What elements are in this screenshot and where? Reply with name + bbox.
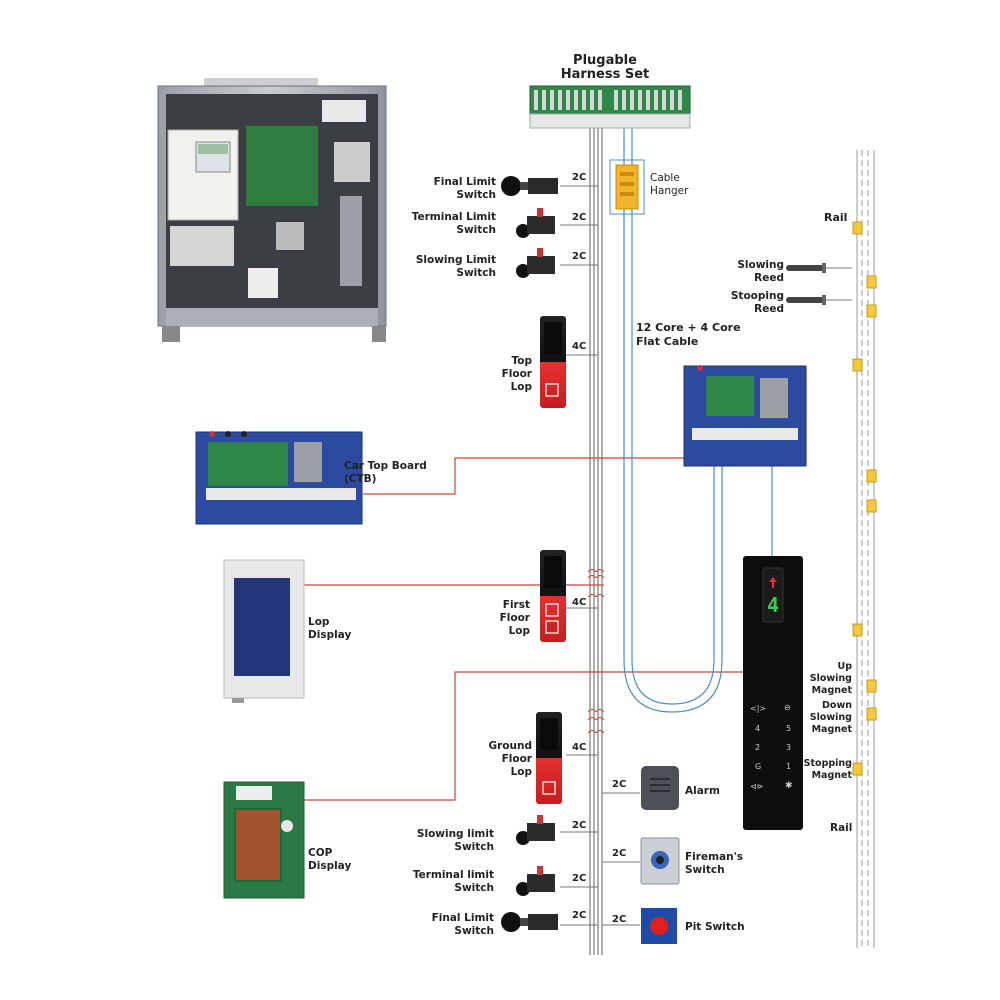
cable-hanger bbox=[609, 159, 645, 215]
harness-set bbox=[529, 85, 691, 129]
alarm-label: Alarm bbox=[685, 785, 720, 797]
lop-display-label: Lop Display bbox=[308, 616, 352, 641]
cable-hanger-label: Cable Hanger bbox=[650, 172, 689, 197]
wire-tag-terminal-bottom: 2C bbox=[572, 873, 587, 884]
pit-switch-device bbox=[641, 908, 677, 944]
wire-tag-alarm: 2C bbox=[612, 779, 627, 790]
stooping-reed-label: Stooping Reed bbox=[730, 290, 784, 315]
final-limit-switch-bottom bbox=[501, 912, 558, 932]
stopping-magnet-label: Stopping Magnet bbox=[803, 758, 852, 781]
cop-key-3: 3 bbox=[786, 743, 792, 752]
slowing-limit-top-label: Slowing Limit Switch bbox=[415, 254, 496, 279]
slowing-limit-switch-top bbox=[516, 248, 555, 278]
down-slowing-magnet-label: Down Slowing Magnet bbox=[809, 700, 852, 735]
lop-display-image bbox=[223, 559, 305, 703]
slowing-limit-bottom-label: Slowing limit Switch bbox=[416, 828, 494, 853]
slowing-reed-label: Slowing Reed bbox=[737, 259, 784, 284]
wire-tag-fireman: 2C bbox=[612, 848, 627, 859]
terminal-limit-bottom-label: Terminal limit Switch bbox=[412, 869, 494, 894]
wire-tag-slowing-bottom: 2C bbox=[572, 820, 587, 831]
car-top-board-image bbox=[195, 431, 363, 525]
firemans-switch-label: Fireman's Switch bbox=[685, 851, 744, 876]
cop-symbol-3: ✱ bbox=[785, 781, 793, 791]
wire-tag-first-lop: 4C bbox=[572, 597, 587, 608]
cop-key-g: G bbox=[755, 762, 762, 771]
terminal-limit-switch-bottom bbox=[516, 866, 555, 896]
cop-key-5: 5 bbox=[786, 724, 792, 733]
final-limit-bottom-label: Final Limit Switch bbox=[431, 912, 494, 937]
cop-key-1: 1 bbox=[786, 762, 792, 771]
firemans-switch-device bbox=[640, 837, 680, 885]
cop-key-4: 4 bbox=[755, 724, 761, 733]
first-floor-lop-label: First Floor Lop bbox=[499, 599, 530, 637]
cop-display-image bbox=[223, 781, 305, 899]
wire-tag-final-bottom: 2C bbox=[572, 910, 587, 921]
rail bbox=[856, 150, 875, 948]
led-matrix bbox=[236, 810, 280, 880]
arrow-up-icon bbox=[769, 577, 777, 588]
wire-tag-ground-lop: 4C bbox=[572, 742, 587, 753]
diagram-title: Plugable Harness Set bbox=[560, 53, 650, 82]
slowing-limit-switch-bottom bbox=[516, 815, 555, 845]
final-limit-top-label: Final Limit Switch bbox=[433, 176, 496, 201]
flat-cable bbox=[623, 120, 773, 713]
ground-floor-lop bbox=[536, 712, 562, 804]
rail-magnets bbox=[852, 221, 877, 776]
first-floor-lop bbox=[540, 550, 566, 642]
rail-bottom-label: Rail bbox=[830, 822, 853, 834]
stooping-reed bbox=[786, 295, 852, 305]
terminal-limit-switch-top bbox=[516, 208, 555, 238]
cop-floor-digit: 4 bbox=[766, 593, 780, 617]
alarm-device bbox=[641, 766, 679, 810]
terminal-limit-top-label: Terminal Limit Switch bbox=[411, 211, 496, 236]
up-slowing-magnet-label: Up Slowing Magnet bbox=[809, 661, 852, 696]
branch-lines bbox=[560, 185, 640, 926]
top-floor-lop-label: Top Floor Lop bbox=[501, 355, 532, 393]
rail-top-label: Rail bbox=[824, 211, 848, 224]
cop-symbol-1: ⊖ bbox=[784, 703, 791, 712]
car-top-board-label: Car Top Board (CTB) bbox=[344, 460, 427, 485]
wire-tag-top-lop: 4C bbox=[572, 341, 587, 352]
wire-tag-terminal-top: 2C bbox=[572, 212, 587, 223]
final-limit-switch-top bbox=[501, 176, 558, 196]
wire-tag-final-top: 2C bbox=[572, 172, 587, 183]
cop-display-label: COP Display bbox=[308, 847, 352, 872]
cop-panel bbox=[743, 556, 803, 830]
top-floor-lop bbox=[540, 316, 566, 408]
cop-symbol-0: <|> bbox=[750, 704, 767, 713]
wire-tag-slowing-top: 2C bbox=[572, 251, 587, 262]
car-top-board-installed bbox=[683, 365, 807, 467]
flat-cable-label: 12 Core + 4 Core Flat Cable bbox=[636, 321, 741, 348]
ground-floor-lop-label: Ground Floor Lop bbox=[488, 740, 532, 778]
wire-crossings bbox=[587, 569, 605, 734]
cop-key-2: 2 bbox=[755, 743, 761, 752]
slowing-reed bbox=[786, 263, 852, 273]
pit-switch-label: Pit Switch bbox=[685, 921, 745, 933]
cop-symbol-2: ⊲⊳ bbox=[750, 782, 764, 791]
riser-bus bbox=[589, 120, 603, 955]
controller-cabinet bbox=[157, 78, 387, 342]
wire-tag-pit: 2C bbox=[612, 914, 627, 925]
